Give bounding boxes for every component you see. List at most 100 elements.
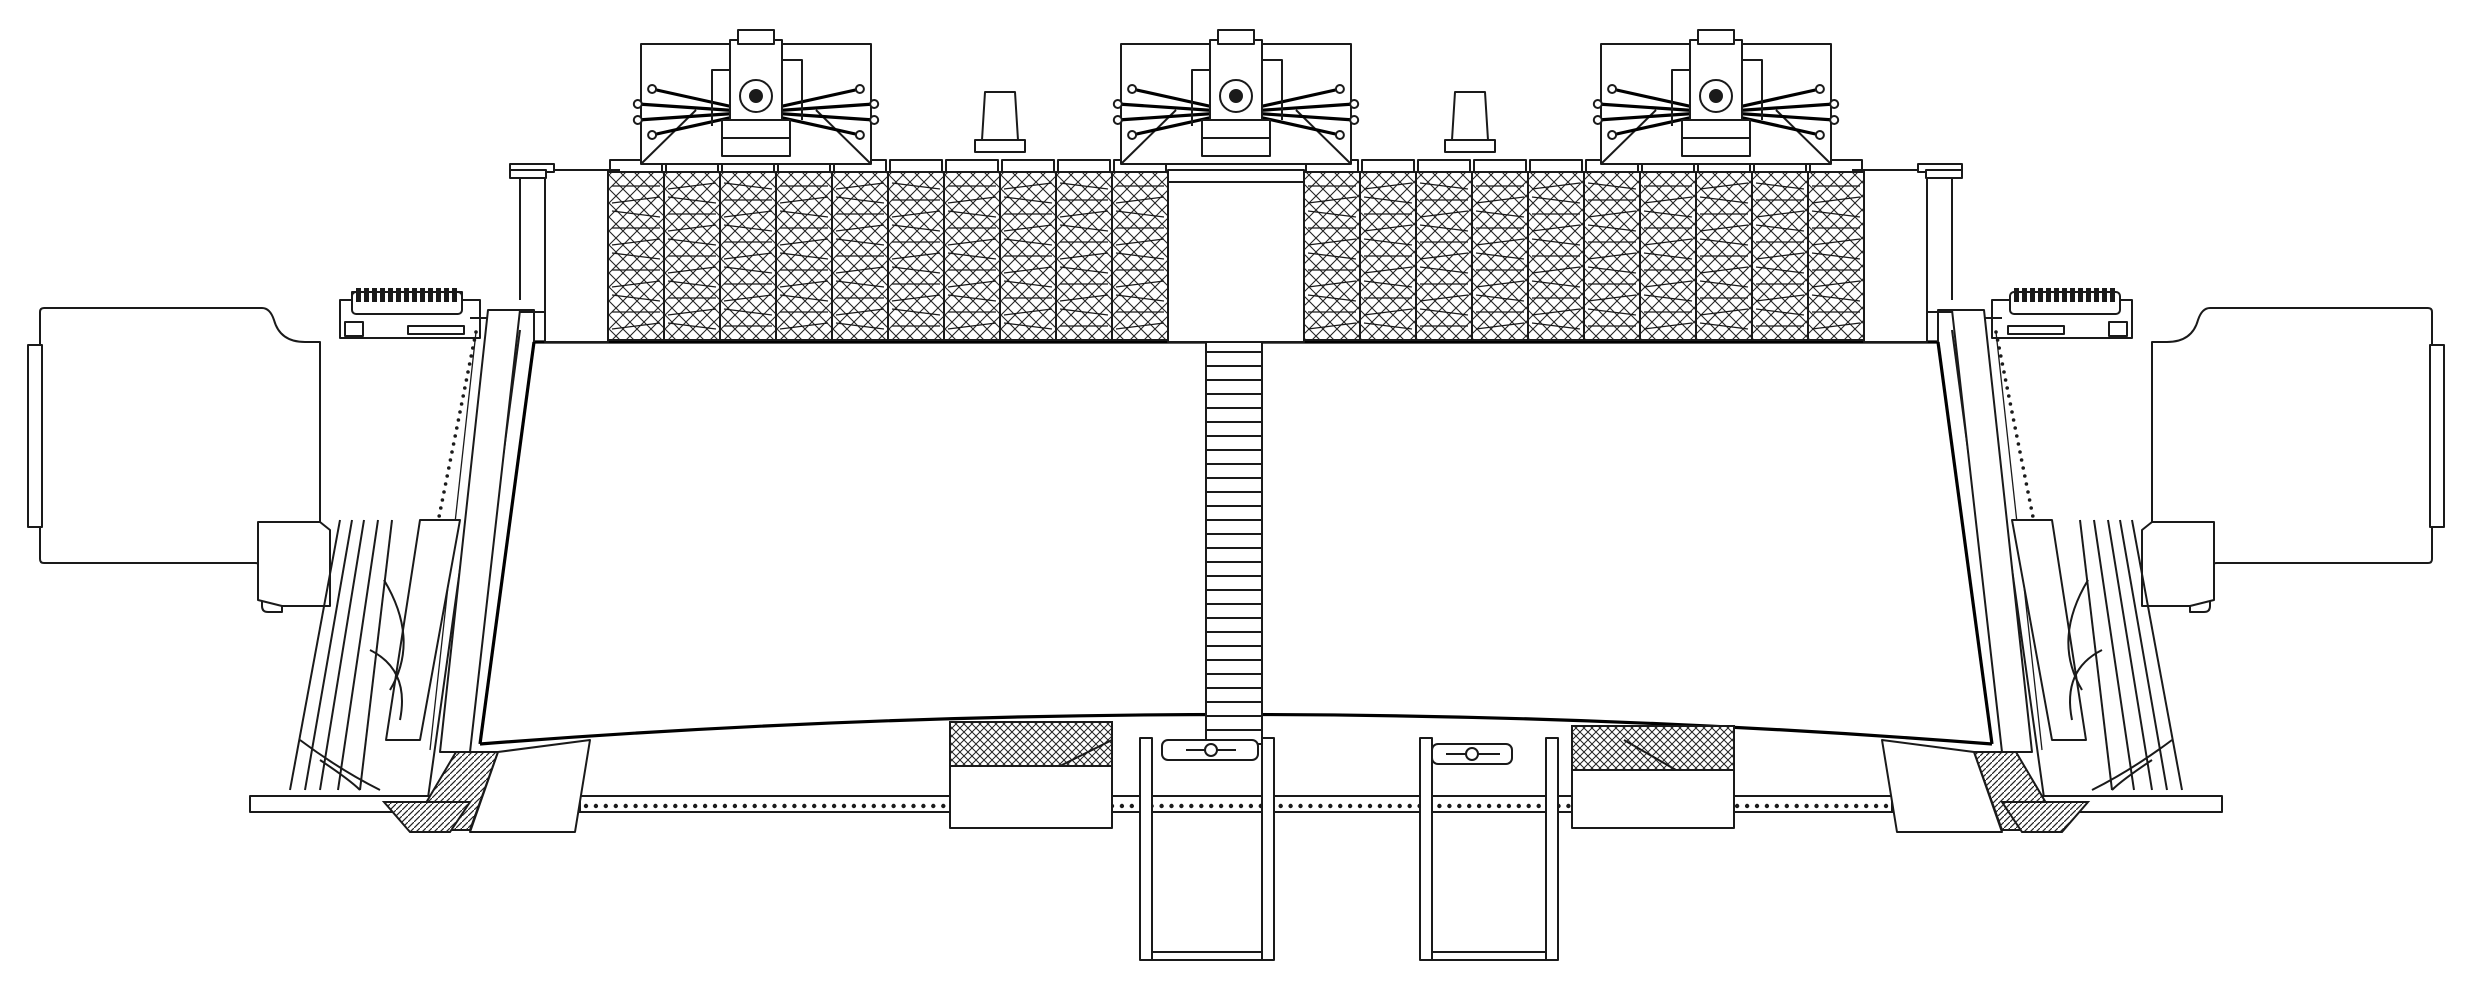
fill-packing-row <box>1307 196 1357 204</box>
left-fill-bank <box>607 159 1169 341</box>
wheel-rib <box>372 288 377 302</box>
fill-packing-row <box>1699 224 1749 232</box>
bolt <box>702 803 708 809</box>
bolt <box>1526 803 1531 809</box>
duct-rivet <box>440 498 445 502</box>
fan-blade-tip <box>1814 84 1825 94</box>
bolt <box>1794 803 1799 809</box>
fill-packing-row <box>1811 238 1861 246</box>
duct-rivet <box>2000 362 2005 366</box>
bolt <box>1566 803 1571 809</box>
duct-rivet <box>2015 434 2019 438</box>
wheel-rib <box>364 288 369 302</box>
duct-rivet <box>459 402 464 406</box>
fill-packing-row <box>1643 280 1693 288</box>
duct-rivet <box>445 474 450 478</box>
fill-packing-row <box>1059 210 1109 218</box>
fill-packing-row <box>667 224 717 232</box>
fill-packing-row <box>779 252 829 260</box>
bolt <box>1308 803 1313 809</box>
bolt <box>1516 803 1522 809</box>
bolt <box>673 803 678 809</box>
wheel-rib <box>2046 288 2051 302</box>
bolt <box>583 803 589 809</box>
fill-cell-cap <box>1417 159 1471 173</box>
fan-blade-tip <box>1127 84 1138 94</box>
fan-unit <box>1592 29 1840 165</box>
bolt <box>1228 803 1234 809</box>
fan-unit <box>1112 29 1360 165</box>
duct-rivet <box>2031 514 2035 518</box>
fill-packing-row <box>723 182 773 190</box>
fill-packing-row <box>611 322 661 330</box>
bolt <box>593 803 599 809</box>
fan-blade-tip <box>1592 99 1603 109</box>
fill-packing-row <box>1419 308 1469 316</box>
bolt <box>623 803 628 809</box>
fill-packing-row <box>1531 280 1581 288</box>
bolt <box>1377 803 1383 809</box>
duct-rivet <box>1997 346 2001 350</box>
center-ladder <box>1161 341 1263 761</box>
bolt <box>1129 803 1135 809</box>
fill-packing-row <box>1307 280 1357 288</box>
bolt <box>1238 803 1244 809</box>
fan-blade-tip <box>854 84 865 94</box>
fill-packing-row <box>1643 252 1693 260</box>
fill-packing-row <box>1003 182 1053 190</box>
base-louvers <box>949 721 1735 829</box>
bolt <box>1804 803 1809 809</box>
wheel-rib <box>2054 288 2059 302</box>
fill-packing-row <box>1811 322 1861 330</box>
bolt <box>792 803 797 809</box>
fill-packing-row <box>779 294 829 302</box>
fill-packing-row <box>723 252 773 260</box>
wheel-rib <box>444 288 449 302</box>
duct-rivet <box>2023 474 2027 478</box>
fill-packing-row <box>947 210 997 218</box>
fill-packing-row <box>947 294 997 302</box>
lower-step-units <box>1139 737 1559 961</box>
fill-packing-row <box>1755 182 1805 190</box>
fill-packing-row <box>1531 196 1581 204</box>
fill-packing-row <box>1363 196 1413 204</box>
fill-packing-row <box>1643 210 1693 218</box>
fill-packing-row <box>723 266 773 274</box>
fill-packing-row <box>723 224 773 232</box>
fan-blade-tip <box>1349 115 1360 125</box>
fill-packing-row <box>1363 266 1413 274</box>
fill-packing-row <box>1531 182 1581 190</box>
duct-rivet <box>2008 402 2013 406</box>
fill-packing-row <box>1307 322 1357 330</box>
fill-packing-row <box>1531 224 1581 232</box>
fill-packing-row <box>1115 210 1165 218</box>
fill-packing-row <box>1115 294 1165 302</box>
bolt <box>1357 803 1363 809</box>
fill-packing-row <box>1419 252 1469 260</box>
right-piping-bundle <box>2011 519 2183 791</box>
bolt <box>1764 803 1770 809</box>
wheel-rib <box>420 288 425 302</box>
bolt <box>1179 803 1184 809</box>
bolt <box>861 803 867 809</box>
fan-housing-brace <box>1600 109 1832 165</box>
bolt <box>802 803 807 809</box>
fill-packing-row <box>1419 182 1469 190</box>
fill-packing-row <box>611 252 661 260</box>
right-side-intake-module <box>1975 288 2445 613</box>
duct-rivet <box>450 450 454 454</box>
fill-packing-row <box>1059 224 1109 232</box>
bolt <box>911 803 916 809</box>
fill-packing-row <box>779 280 829 288</box>
fan-blade-tip <box>854 130 865 140</box>
bolt <box>1328 803 1333 809</box>
fill-packing-row <box>1059 252 1109 260</box>
fill-packing-row <box>667 196 717 204</box>
fill-packing-row <box>1003 196 1053 204</box>
duct-rivet <box>443 482 448 486</box>
fill-packing-row <box>1115 238 1165 246</box>
bolt <box>683 803 688 809</box>
wheel-rib <box>2022 288 2027 302</box>
gearbox-pipe <box>782 59 803 120</box>
fill-packing-row <box>1363 280 1413 288</box>
